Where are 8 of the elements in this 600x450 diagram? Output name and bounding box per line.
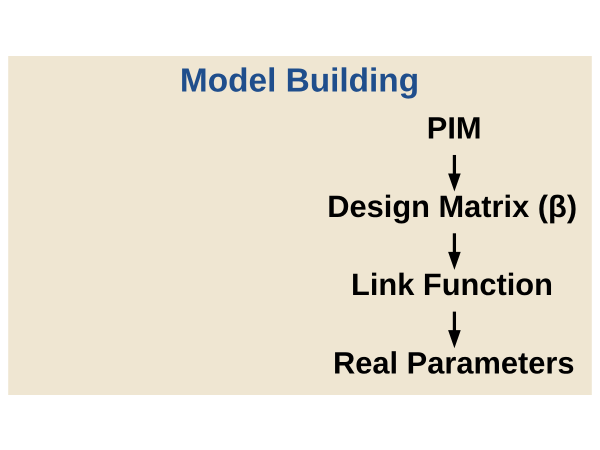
node-text: PIM xyxy=(426,110,482,145)
arrow xyxy=(448,154,461,192)
arrow xyxy=(448,232,461,270)
node-text: Link Function xyxy=(351,266,553,302)
node-text: Design Matrix (β) xyxy=(327,188,578,224)
diagram-title: Model Building xyxy=(180,62,420,100)
arrow xyxy=(448,311,461,348)
node-text: Real Parameters xyxy=(333,344,574,380)
